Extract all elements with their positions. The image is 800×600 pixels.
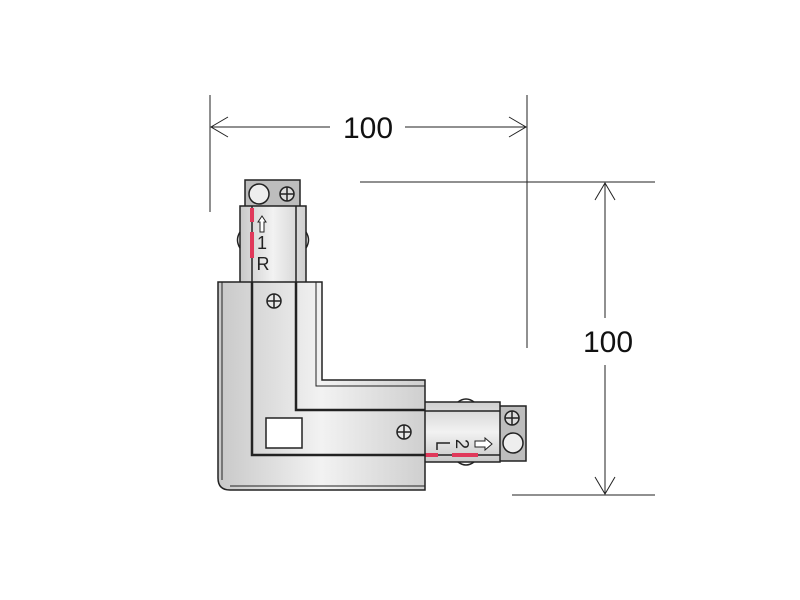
screw-icon [266,293,282,309]
arrow-right-icon [474,436,493,452]
l-connector-body [217,281,426,491]
port2-side-glyph [436,442,450,450]
height-dimension [360,181,655,496]
port2-side: L [0,0,10,4]
port2-number: 2 [452,439,472,449]
label-plate [265,417,303,449]
screw-icon [396,424,412,440]
port1-number: 1 [257,233,267,253]
top-connector [236,179,310,285]
width-dimension-label: 100 [343,112,393,145]
port1-side: R [257,254,270,274]
arrow-up-icon [257,215,267,233]
height-dimension-label: 100 [583,326,633,359]
width-dimension [209,95,528,348]
